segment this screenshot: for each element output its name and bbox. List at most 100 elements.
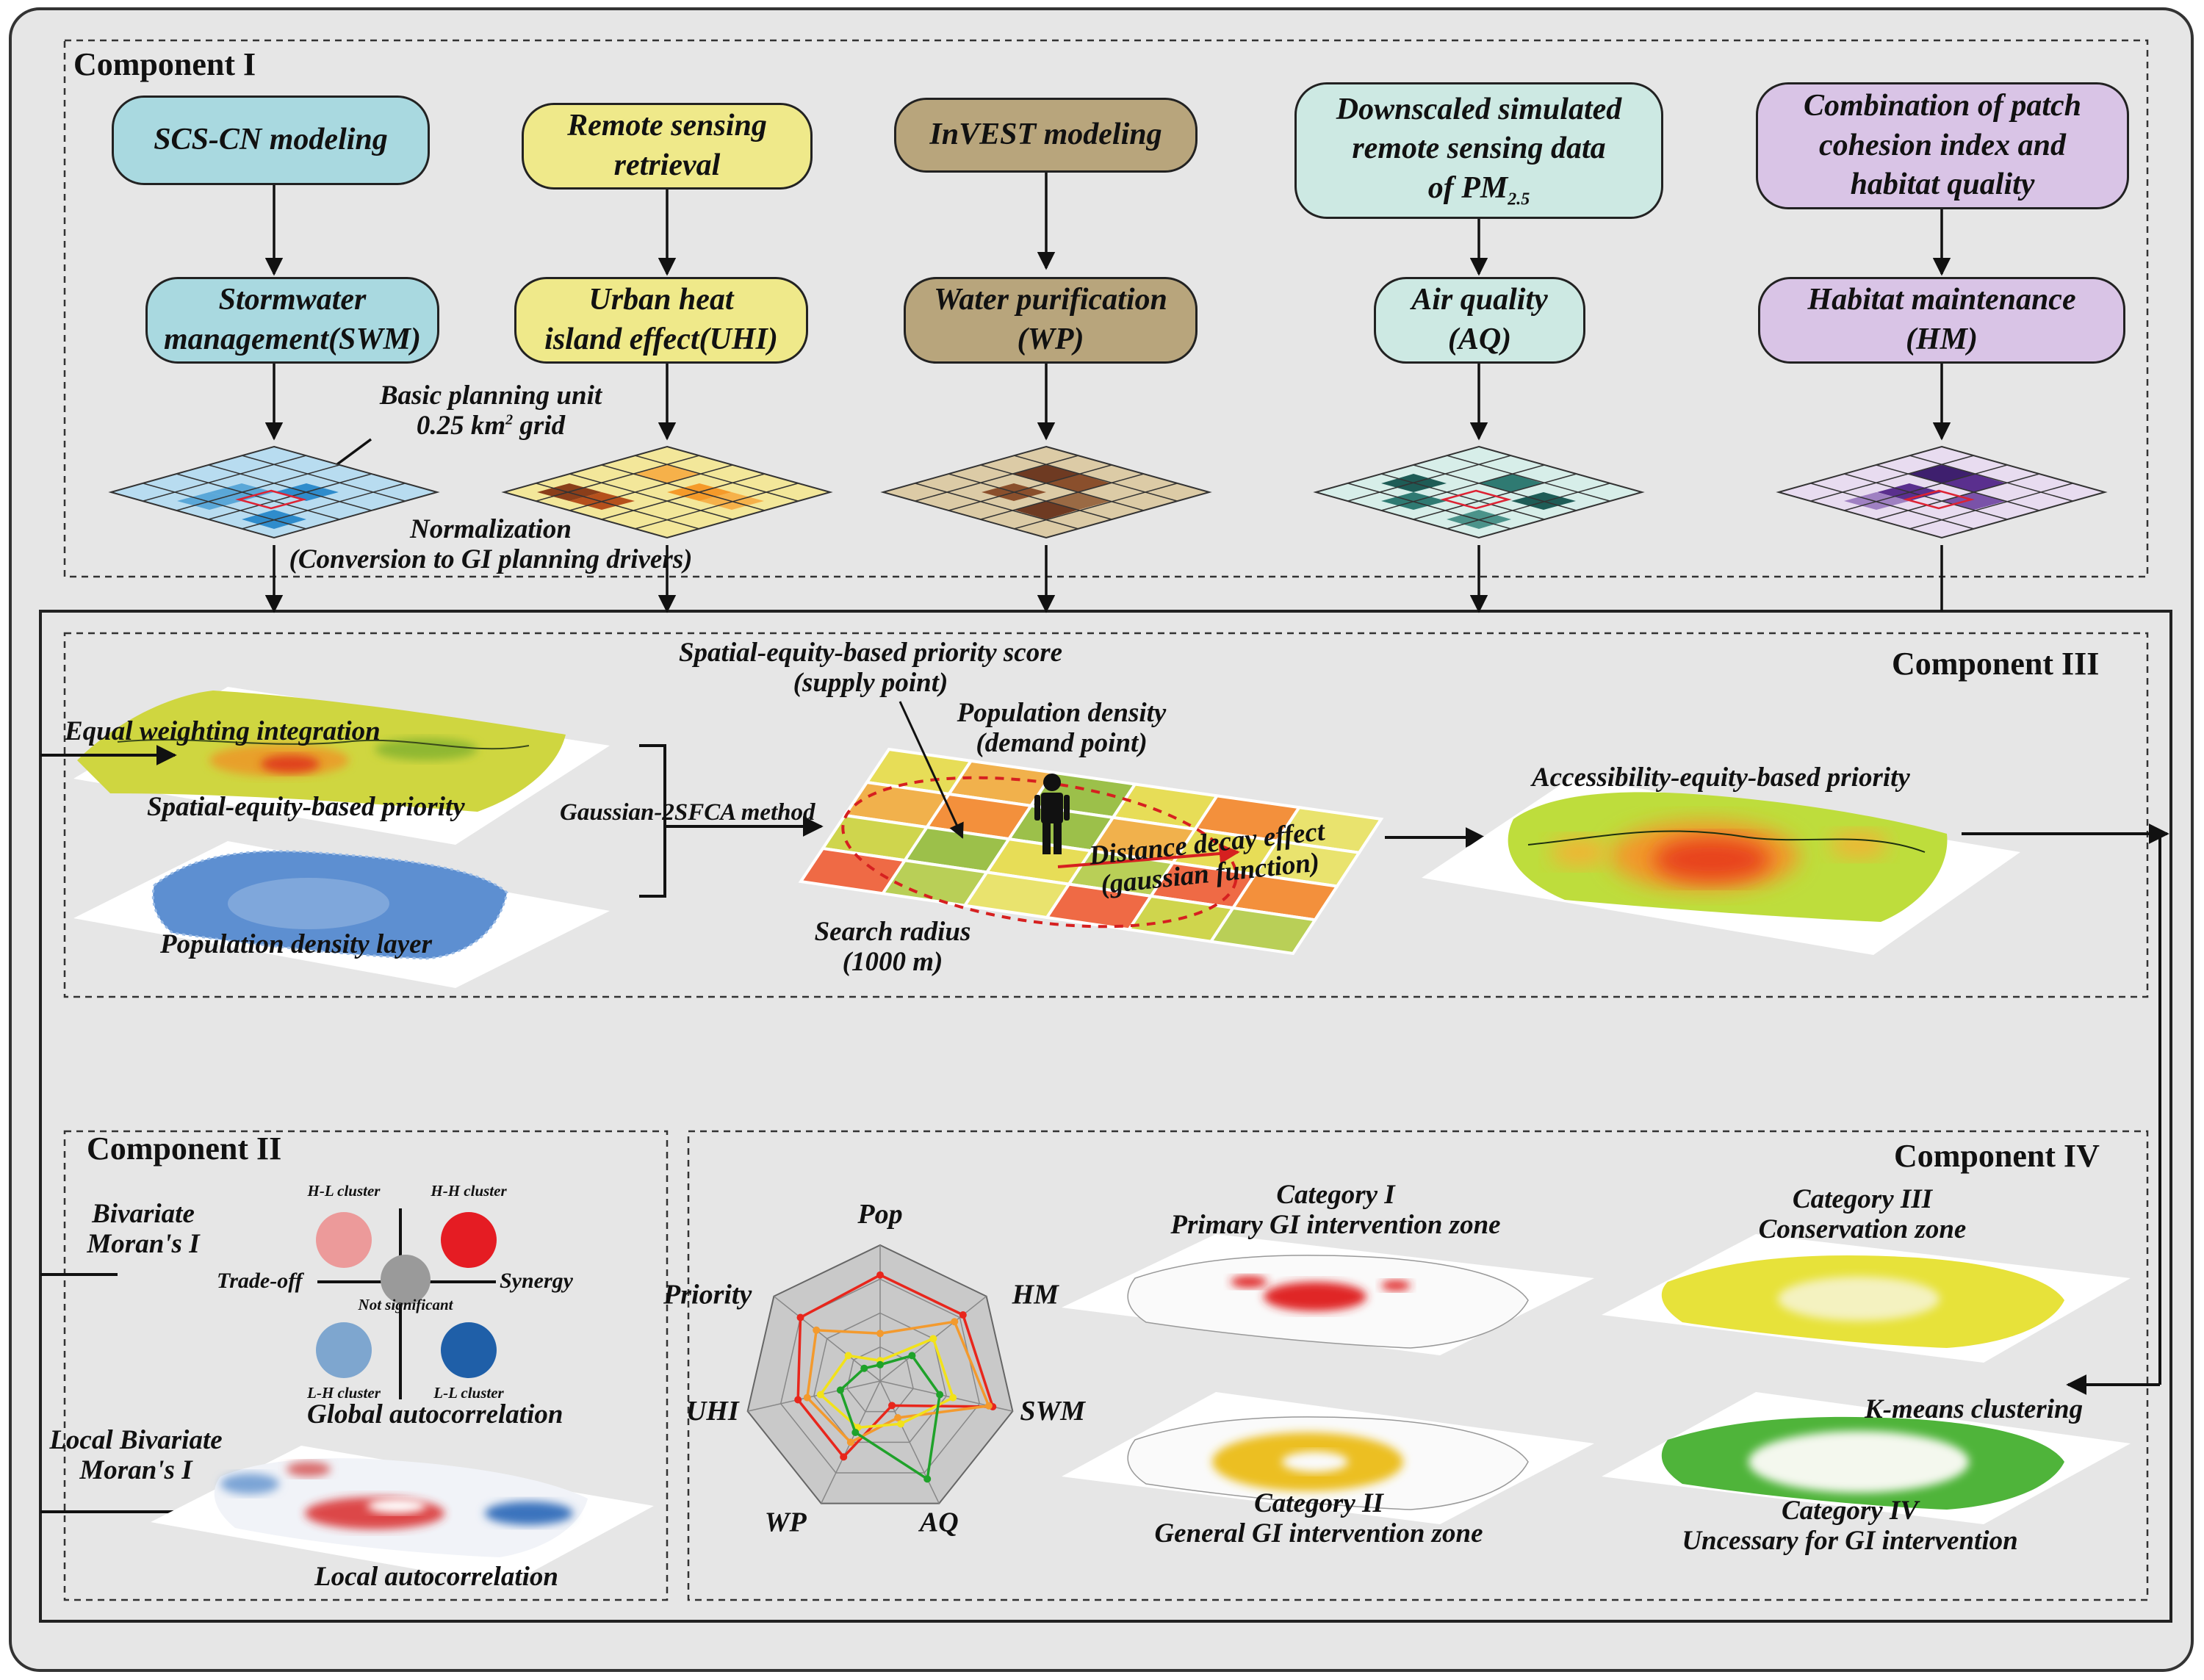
radar-point bbox=[876, 1330, 884, 1338]
radar-gridline bbox=[779, 1278, 981, 1474]
method-habitat-line2: cohesion index and bbox=[1818, 128, 2067, 162]
radar-point bbox=[929, 1335, 937, 1343]
spatial-priority-label: Spatial-equity-based priority bbox=[147, 792, 465, 822]
synergy-label: Synergy bbox=[500, 1269, 573, 1293]
person-icon bbox=[1034, 774, 1070, 854]
method-habitat: Combination of patch cohesion index and … bbox=[1756, 82, 2129, 209]
demand-point-label: Population density(demand point) bbox=[957, 698, 1167, 759]
method-pm25: Downscaled simulated remote sensing data… bbox=[1294, 82, 1663, 219]
radar-axis-label: Pop bbox=[857, 1199, 902, 1230]
grid-aq bbox=[1313, 445, 1645, 539]
lh-cluster-label: L-H cluster bbox=[307, 1384, 381, 1402]
grid-wp bbox=[880, 445, 1212, 539]
ll-cluster-label: L-L cluster bbox=[433, 1384, 504, 1402]
component-3-title: Component III bbox=[1892, 646, 2100, 682]
radar-point bbox=[876, 1360, 884, 1369]
tradeoff-label: Trade-off bbox=[217, 1269, 303, 1293]
moran-quadrant bbox=[316, 1208, 497, 1399]
radar-point bbox=[888, 1402, 896, 1410]
supply-score-label: Spatial-equity-based priority score(supp… bbox=[678, 638, 1063, 699]
radar-axis-label: AQ bbox=[918, 1507, 959, 1538]
radar-point bbox=[860, 1364, 868, 1372]
driver-hm: Habitat maintenance(HM) bbox=[1758, 277, 2125, 364]
ll-cluster-marker bbox=[441, 1322, 497, 1378]
radar-series-1 bbox=[805, 1320, 991, 1444]
component-2-panel bbox=[63, 1130, 669, 1601]
radar-point bbox=[949, 1394, 957, 1402]
population-layer-label: Population density layer bbox=[160, 929, 432, 959]
hh-cluster-marker bbox=[441, 1212, 497, 1268]
radar-point bbox=[894, 1414, 902, 1422]
distance-arrow bbox=[1057, 843, 1240, 868]
kmeans-label: K-means clustering bbox=[1865, 1394, 2084, 1424]
grid-cell bbox=[1208, 906, 1318, 956]
radar-axis-label: UHI bbox=[686, 1396, 740, 1427]
radar-axis-label: SWM bbox=[1020, 1396, 1086, 1427]
ns-marker bbox=[381, 1255, 431, 1305]
g2sfca-label: Gaussian-2SFCA method bbox=[560, 799, 815, 826]
radar-point bbox=[844, 1352, 852, 1360]
radar-point bbox=[803, 1394, 811, 1402]
radar-point bbox=[984, 1402, 993, 1410]
radar-series-0 bbox=[796, 1273, 995, 1460]
method-remote-sensing-line1: Remote sensing bbox=[567, 109, 767, 143]
radar-point bbox=[936, 1391, 944, 1399]
accessibility-label: Accessibility-equity-based priority bbox=[1532, 763, 1910, 793]
category-3-map bbox=[1602, 1234, 2131, 1363]
lh-cluster-marker bbox=[316, 1322, 372, 1378]
radar-point bbox=[959, 1311, 967, 1319]
driver-aq: Air quality(AQ) bbox=[1374, 277, 1585, 364]
radar-point bbox=[813, 1326, 821, 1334]
accessibility-priority-map bbox=[1422, 777, 2020, 955]
radar-point bbox=[794, 1396, 802, 1404]
local-autocorrelation-label: Local autocorrelation bbox=[314, 1562, 558, 1592]
category-2-map bbox=[1062, 1392, 1594, 1524]
radar-point bbox=[951, 1318, 959, 1326]
component-1-panel bbox=[63, 39, 2149, 578]
method-pm25-line3: of PM2.5 bbox=[1427, 171, 1530, 209]
radar-point bbox=[816, 1391, 824, 1399]
method-habitat-line3: habitat quality bbox=[1850, 167, 2035, 202]
method-scs-cn-label: SCS-CN modeling bbox=[154, 123, 388, 157]
radar-spoke bbox=[879, 1380, 940, 1504]
grid-hm bbox=[1776, 445, 2108, 539]
component-1-title: Component I bbox=[73, 46, 256, 82]
spatial-priority-map bbox=[73, 687, 610, 845]
normalization-label: Normalization (Conversion to GI planning… bbox=[289, 514, 693, 575]
grid-uhi bbox=[501, 445, 833, 539]
population-density-map bbox=[73, 841, 610, 988]
radar-point bbox=[796, 1313, 804, 1322]
component-4-title: Component IV bbox=[1894, 1138, 2100, 1174]
method-remote-sensing: Remote sensing retrieval bbox=[522, 103, 813, 190]
category-1-map bbox=[1062, 1234, 1594, 1355]
method-scs-cn: SCS-CN modeling bbox=[112, 95, 430, 185]
driver-wp: Water purification(WP) bbox=[904, 277, 1198, 364]
supply-pointer bbox=[898, 701, 964, 839]
grid-label: Basic planning unit 0.25 km2 grid bbox=[379, 381, 602, 441]
radar-point bbox=[897, 1420, 905, 1428]
method-pm25-line1: Downscaled simulated bbox=[1336, 92, 1622, 126]
radar-axis-label: WP bbox=[765, 1507, 807, 1538]
method-invest-label: InVEST modeling bbox=[929, 118, 1162, 152]
global-autocorrelation-label: Global autocorrelation bbox=[307, 1399, 563, 1430]
radar-series-3 bbox=[838, 1354, 941, 1482]
radar-spoke bbox=[747, 1380, 881, 1412]
bracket bbox=[639, 744, 666, 898]
radar-gridline bbox=[846, 1346, 914, 1413]
component-3-container bbox=[39, 610, 2172, 1623]
radar-axis-label: HM bbox=[1012, 1280, 1060, 1311]
not-significant-label: Not significant bbox=[358, 1296, 453, 1313]
method-pm25-line2: remote sensing data bbox=[1352, 131, 1606, 166]
method-remote-sensing-line2: retrieval bbox=[613, 148, 721, 182]
radar-point bbox=[840, 1453, 848, 1461]
category-4-map bbox=[1602, 1392, 2131, 1524]
